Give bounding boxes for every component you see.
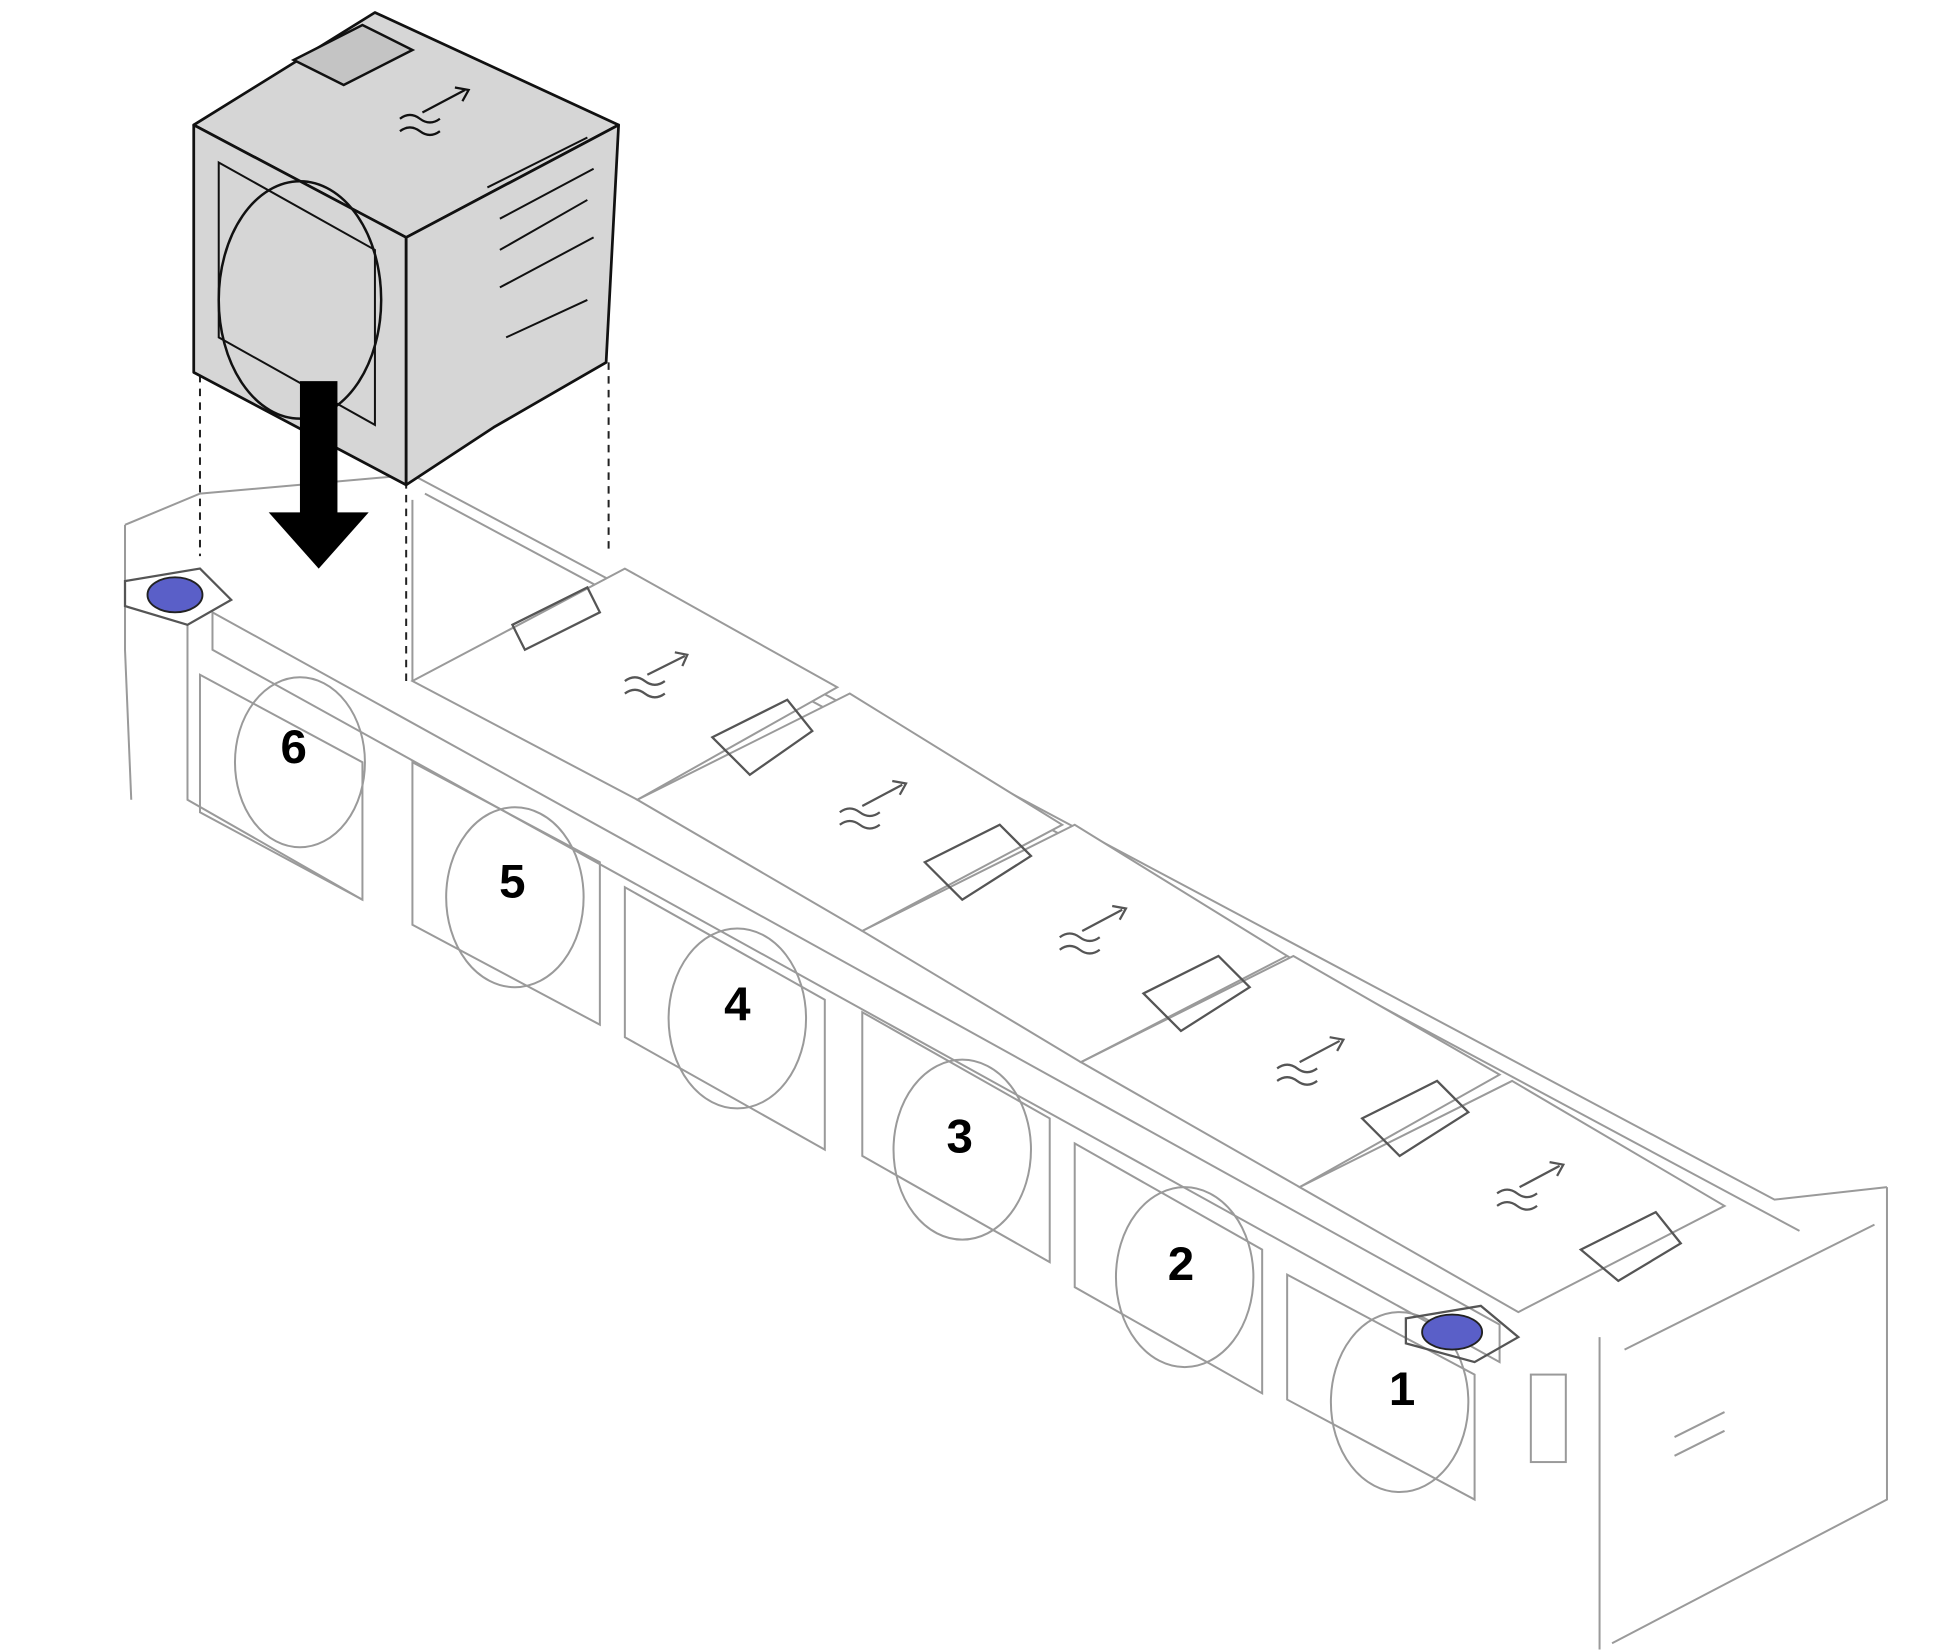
blue-latch-right[interactable] (1404, 1304, 1521, 1364)
fan-bay-label-1: 1 (1389, 1363, 1415, 1416)
chassis (124, 473, 1888, 1650)
fan-bay-label-2: 2 (1168, 1238, 1194, 1291)
airflow-arrow-icon (399, 86, 471, 137)
down-arrow-icon (268, 381, 369, 569)
fan-bay-label-3: 3 (947, 1111, 973, 1164)
fan-bay-label-5: 5 (499, 856, 525, 909)
fan-bays: 6 5 4 3 2 1 (198, 673, 1476, 1502)
module-handles (510, 585, 1683, 1283)
fan-module-tops (410, 567, 1727, 1314)
fan-bay-label-6: 6 (281, 721, 307, 774)
alignment-guides (198, 362, 610, 682)
airflow-arrow-icons (624, 651, 1566, 1211)
blue-latch-left[interactable] (123, 567, 234, 627)
fan-bay-label-4: 4 (724, 978, 751, 1031)
fan-module[interactable] (192, 11, 620, 487)
